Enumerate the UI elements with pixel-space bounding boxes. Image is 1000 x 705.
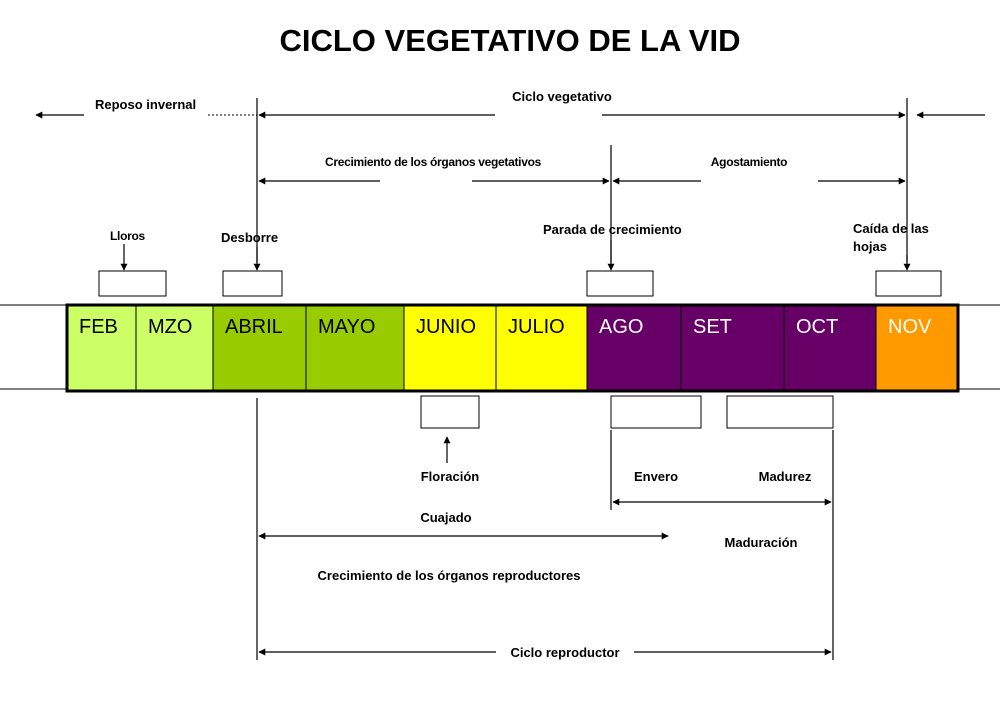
label-parada-crecimiento: Parada de crecimiento	[543, 222, 682, 237]
label-crecimiento-reproductores: Crecimiento de los órganos reproductores	[318, 568, 581, 583]
label-reposo-invernal: Reposo invernal	[95, 97, 196, 112]
month-cell-set	[680, 304, 785, 392]
month-band: FEB MZO ABRIL MAYO JUNIO JULIO AGO SET OCT NOV	[65, 303, 960, 393]
label-agostamiento: Agostamiento	[711, 155, 787, 169]
month-label-nov: NOV	[888, 316, 932, 338]
label-envero: Envero	[634, 469, 678, 484]
label-bg-ciclo-reproductor	[496, 642, 634, 660]
label-maduracion: Maduración	[725, 535, 798, 550]
label-crecimiento-vegetativos: Crecimiento de los órganos vegetativos	[325, 155, 542, 169]
month-cell-oct	[783, 304, 877, 392]
month-label-ago: AGO	[599, 316, 643, 338]
empty-box-envero	[610, 395, 702, 429]
month-label-mzo: MZO	[148, 316, 192, 338]
empty-box-lloros	[98, 270, 167, 297]
empty-box-floracion	[420, 395, 480, 429]
label-ciclo-reproductor: Ciclo reproductor	[510, 645, 619, 660]
month-label-julio: JULIO	[508, 316, 565, 338]
month-band-outline	[65, 303, 960, 393]
empty-box-madurez	[726, 395, 834, 429]
diagram-title: CICLO VEGETATIVO DE LA VID	[279, 23, 740, 58]
month-label-junio: JUNIO	[416, 316, 476, 338]
label-ciclo-vegetativo: Ciclo vegetativo	[512, 89, 612, 104]
empty-box-caida-hojas	[875, 270, 942, 297]
month-cell-junio	[403, 304, 497, 392]
empty-box-desborre	[222, 270, 283, 297]
month-label-oct: OCT	[796, 316, 838, 338]
month-label-mayo: MAYO	[318, 316, 375, 338]
label-floracion: Floración	[421, 469, 480, 484]
label-cuajado: Cuajado	[420, 510, 471, 525]
month-label-feb: FEB	[79, 316, 118, 338]
label-lloros: Lloros	[110, 229, 145, 243]
label-caida-hojas-1: Caída de las	[853, 221, 929, 236]
label-caida-hojas-2: hojas	[853, 239, 887, 254]
month-label-abril: ABRIL	[225, 316, 283, 338]
month-label-set: SET	[693, 316, 732, 338]
label-madurez: Madurez	[759, 469, 812, 484]
label-desborre: Desborre	[221, 230, 278, 245]
empty-box-parada	[586, 270, 654, 297]
